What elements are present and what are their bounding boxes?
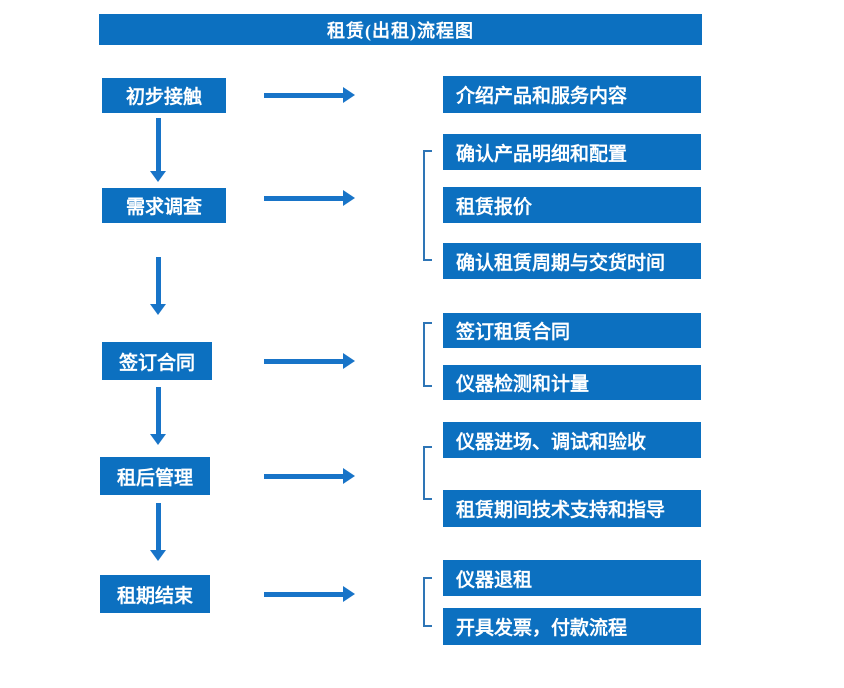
down-arrow-shaft [156,503,161,551]
detail-box-confirm-rental-period-delivery: 确认租赁周期与交货时间 [443,243,701,279]
down-arrow-head [150,550,166,561]
step-box-initial-contact: 初步接触 [102,78,226,113]
detail-box-introduce-products-services: 介绍产品和服务内容 [443,76,701,113]
right-arrow-shaft [264,359,344,364]
detail-box-instrument-return: 仪器退租 [443,560,701,596]
down-arrow-icon [150,387,167,445]
down-arrow-icon [150,257,167,315]
right-arrow-head [343,353,355,369]
down-arrow-head [150,304,166,315]
right-arrow-shaft [264,196,344,201]
down-arrow-shaft [156,257,161,305]
group-bracket [423,150,432,261]
right-arrow-icon [264,468,355,484]
step-box-lease-end: 租期结束 [100,575,210,613]
group-bracket [423,577,432,627]
right-arrow-icon [264,586,355,602]
down-arrow-shaft [156,387,161,435]
down-arrow-shaft [156,118,161,172]
detail-box-instrument-setup-acceptance: 仪器进场、调试和验收 [443,422,701,458]
down-arrow-head [150,434,166,445]
right-arrow-head [343,190,355,206]
right-arrow-icon [264,353,355,369]
step-box-demand-survey: 需求调查 [102,188,226,223]
right-arrow-icon [264,87,355,103]
right-arrow-shaft [264,474,344,479]
right-arrow-head [343,87,355,103]
detail-box-confirm-product-details: 确认产品明细和配置 [443,134,701,170]
step-box-sign-contract: 签订合同 [102,342,212,380]
right-arrow-icon [264,190,355,206]
right-arrow-shaft [264,592,344,597]
right-arrow-shaft [264,93,344,98]
down-arrow-icon [150,118,167,182]
down-arrow-icon [150,503,167,561]
detail-box-technical-support-guidance: 租赁期间技术支持和指导 [443,490,701,527]
group-bracket [423,322,432,387]
down-arrow-head [150,171,166,182]
detail-box-rental-quotation: 租赁报价 [443,187,701,223]
right-arrow-head [343,468,355,484]
detail-box-sign-rental-contract: 签订租赁合同 [443,313,701,348]
right-arrow-head [343,586,355,602]
step-box-post-rental-management: 租后管理 [100,457,210,495]
group-bracket [423,446,432,500]
flowchart-title: 租赁(出租)流程图 [99,14,702,45]
detail-box-invoice-payment-process: 开具发票，付款流程 [443,608,701,645]
detail-box-instrument-inspection-metering: 仪器检测和计量 [443,365,701,400]
